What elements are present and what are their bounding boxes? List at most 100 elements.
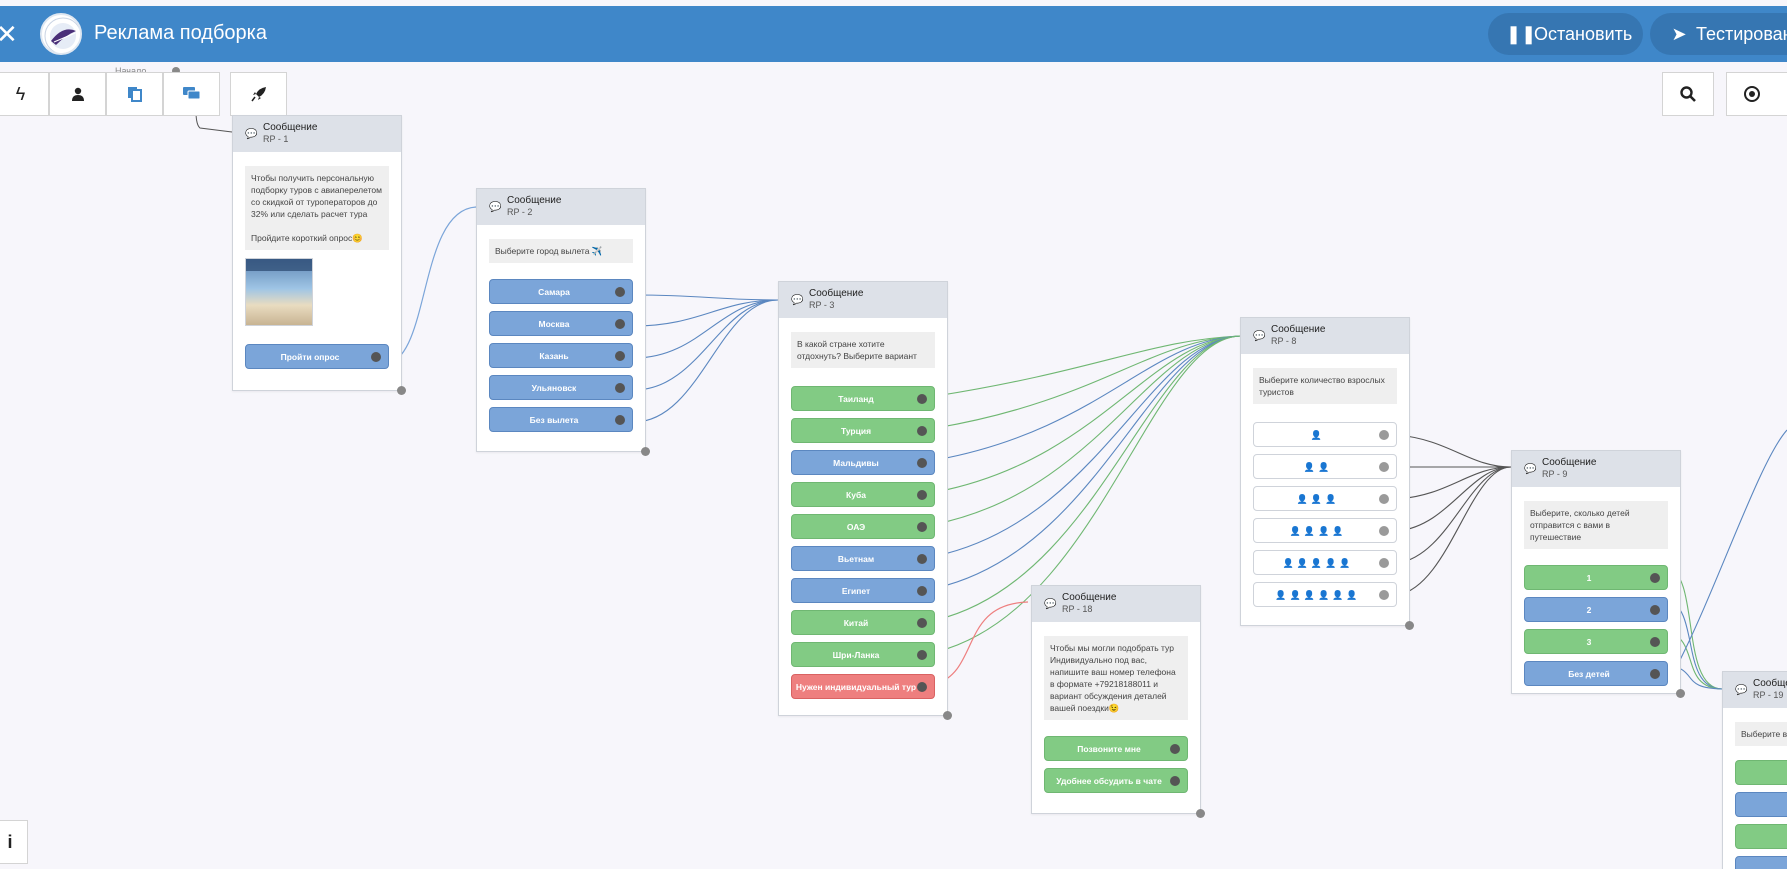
node-type: Сообщение bbox=[809, 288, 864, 299]
node-button[interactable] bbox=[1735, 792, 1787, 817]
node-button[interactable]: 👤👤👤👤👤👤 bbox=[1253, 582, 1397, 607]
test-button[interactable]: ➤ Тестирован bbox=[1650, 13, 1787, 55]
node-id: RP - 19 bbox=[1753, 690, 1784, 700]
node-button[interactable]: Шри-Ланка bbox=[791, 642, 935, 667]
send-icon: ➤ bbox=[1671, 24, 1687, 44]
message-node-rp2[interactable]: 💬 Сообщение RP - 2 Выберите город вылета… bbox=[476, 188, 650, 456]
node-button[interactable]: Без вылета bbox=[489, 407, 633, 432]
node-type: Сообщение bbox=[263, 122, 318, 133]
node-id: RP - 9 bbox=[1542, 469, 1568, 479]
message-node-rp8[interactable]: 💬 Сообщение RP - 8 Выберите количество в… bbox=[1240, 317, 1414, 630]
node-button[interactable]: Самара bbox=[489, 279, 633, 304]
node-message-text: Выберите количество взрослых туристов bbox=[1253, 368, 1397, 404]
message-node-rp19[interactable]: 💬 Сообщен RP - 19 Выберите во bbox=[1722, 671, 1787, 869]
message-icon: 💬 bbox=[791, 295, 804, 306]
node-connector[interactable] bbox=[1405, 621, 1414, 630]
node-id: RP - 2 bbox=[507, 207, 533, 217]
bot-logo bbox=[40, 13, 82, 55]
message-icon: 💬 bbox=[1253, 331, 1266, 342]
node-button[interactable]: 👤👤👤👤👤 bbox=[1253, 550, 1397, 575]
target-icon[interactable] bbox=[1726, 72, 1787, 116]
node-button[interactable]: ОАЭ bbox=[791, 514, 935, 539]
node-type: Сообщение bbox=[507, 195, 562, 206]
node-connector[interactable] bbox=[397, 386, 406, 395]
node-button[interactable]: 👤 bbox=[1253, 422, 1397, 447]
node-button[interactable]: Пройти опрос bbox=[245, 344, 389, 369]
rocket-icon[interactable] bbox=[230, 72, 287, 116]
node-connector[interactable] bbox=[1676, 689, 1685, 698]
node-button[interactable]: Удобнее обсудить в чате bbox=[1044, 768, 1188, 793]
message-node-rp1[interactable]: 💬 Сообщение RP - 1 Чтобы получить персон… bbox=[232, 115, 406, 395]
node-button[interactable]: 1 bbox=[1524, 565, 1668, 590]
node-id: RP - 1 bbox=[263, 134, 289, 144]
node-type: Сообщение bbox=[1271, 324, 1326, 335]
node-header: 💬 Сообщен RP - 19 bbox=[1723, 672, 1787, 708]
message-node-rp9[interactable]: 💬 Сообщение RP - 9 Выберите, сколько дет… bbox=[1511, 450, 1685, 698]
node-header: 💬 Сообщение RP - 3 bbox=[779, 282, 947, 318]
node-message-text: В какой стране хотите отдохнуть? Выберит… bbox=[791, 332, 935, 368]
node-button[interactable]: Египет bbox=[791, 578, 935, 603]
stop-label: Остановить bbox=[1534, 24, 1633, 44]
node-button[interactable]: 👤👤👤 bbox=[1253, 486, 1397, 511]
node-connector[interactable] bbox=[1196, 809, 1205, 818]
message-node-rp18[interactable]: 💬 Сообщение RP - 18 Чтобы мы могли подоб… bbox=[1031, 585, 1205, 818]
page-title: Реклама подборка bbox=[94, 22, 267, 44]
node-message-text: Выберите город вылета ✈️ bbox=[489, 239, 633, 263]
node-message-text: Чтобы получить персональную подборку тур… bbox=[245, 166, 389, 250]
pause-icon: ❚❚ bbox=[1506, 24, 1537, 44]
node-header: 💬 Сообщение RP - 8 bbox=[1241, 318, 1409, 354]
node-header: 💬 Сообщение RP - 9 bbox=[1512, 451, 1680, 487]
copy-icon[interactable] bbox=[106, 72, 163, 116]
node-button[interactable]: Ульяновск bbox=[489, 375, 633, 400]
node-button[interactable]: Позвоните мне bbox=[1044, 736, 1188, 761]
message-icon: 💬 bbox=[489, 202, 502, 213]
node-button[interactable]: Нужен индивидуальный тур bbox=[791, 674, 935, 699]
node-button[interactable]: 👤👤👤👤 bbox=[1253, 518, 1397, 543]
node-connector[interactable] bbox=[641, 447, 650, 456]
message-icon: 💬 bbox=[1524, 464, 1537, 475]
search-icon[interactable] bbox=[1662, 72, 1714, 116]
node-id: RP - 18 bbox=[1062, 604, 1093, 614]
node-connector[interactable] bbox=[943, 711, 952, 720]
message-node-rp3[interactable]: 💬 Сообщение RP - 3 В какой стране хотите… bbox=[778, 281, 952, 720]
node-button[interactable] bbox=[1735, 824, 1787, 849]
beach-image bbox=[245, 258, 313, 326]
chat-icon[interactable] bbox=[163, 72, 220, 116]
message-icon: 💬 bbox=[1735, 685, 1748, 696]
node-type: Сообщение bbox=[1062, 592, 1117, 603]
info-icon[interactable]: i bbox=[0, 820, 28, 864]
message-icon: 💬 bbox=[1044, 599, 1057, 610]
start-label: Начало bbox=[115, 66, 147, 76]
node-header: 💬 Сообщение RP - 2 bbox=[477, 189, 645, 225]
close-icon[interactable]: ✕ bbox=[0, 19, 18, 49]
node-button[interactable]: Казань bbox=[489, 343, 633, 368]
node-message-text: Выберите во bbox=[1735, 722, 1787, 746]
node-type: Сообщение bbox=[1542, 457, 1597, 468]
test-label: Тестирован bbox=[1696, 24, 1787, 44]
node-button[interactable]: 👤👤 bbox=[1253, 454, 1397, 479]
message-icon: 💬 bbox=[245, 129, 258, 140]
node-button[interactable]: Мальдивы bbox=[791, 450, 935, 475]
header-bar: ✕ Реклама подборка ❚❚Остановить ➤ Тестиро… bbox=[0, 6, 1787, 62]
node-id: RP - 3 bbox=[809, 300, 835, 310]
node-message-text: Чтобы мы могли подобрать тур Индивидуаль… bbox=[1044, 636, 1188, 720]
person-icon[interactable] bbox=[49, 72, 106, 116]
node-button[interactable]: Вьетнам bbox=[791, 546, 935, 571]
node-button[interactable]: 3 bbox=[1524, 629, 1668, 654]
node-header: 💬 Сообщение RP - 18 bbox=[1032, 586, 1200, 622]
toolbar: ϟ bbox=[0, 72, 287, 116]
node-button[interactable]: Без детей bbox=[1524, 661, 1668, 686]
node-button[interactable]: Турция bbox=[791, 418, 935, 443]
node-button[interactable]: Таиланд bbox=[791, 386, 935, 411]
lightning-icon[interactable]: ϟ bbox=[0, 72, 49, 116]
stop-button[interactable]: ❚❚Остановить bbox=[1488, 13, 1643, 55]
node-button[interactable]: 2 bbox=[1524, 597, 1668, 622]
node-button[interactable] bbox=[1735, 760, 1787, 785]
node-message-text: Выберите, сколько детей отправится с вам… bbox=[1524, 501, 1668, 549]
node-type: Сообщен bbox=[1753, 678, 1787, 689]
node-id: RP - 8 bbox=[1271, 336, 1297, 346]
node-button[interactable]: Куба bbox=[791, 482, 935, 507]
node-button[interactable]: Москва bbox=[489, 311, 633, 336]
node-button[interactable] bbox=[1735, 856, 1787, 869]
node-button[interactable]: Китай bbox=[791, 610, 935, 635]
